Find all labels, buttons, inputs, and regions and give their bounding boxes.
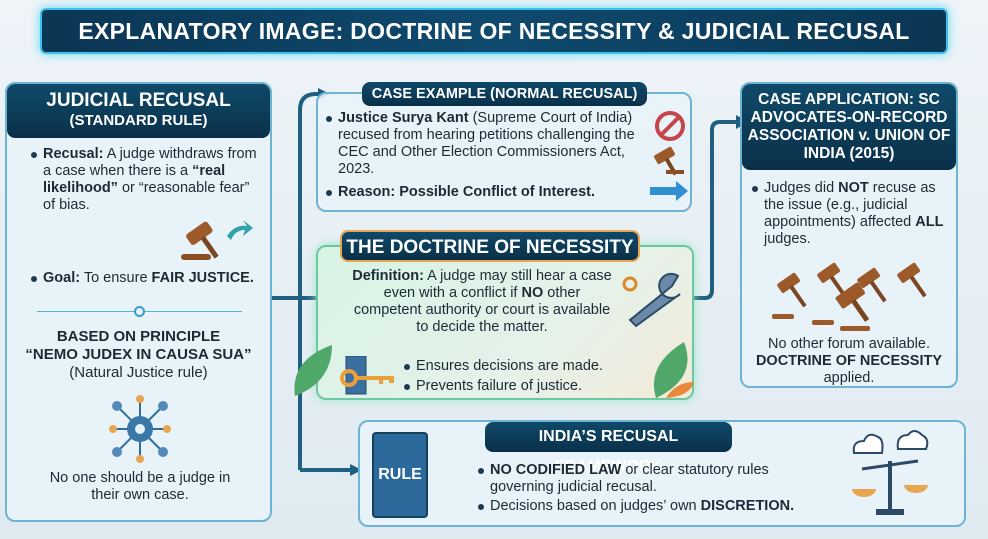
bold-text: NOT [838,180,869,196]
principle-text: BASED ON PRINCIPLE “NEMO JUDEX IN CAUSA … [7,328,270,382]
bold-text: NO [521,285,544,301]
many-gavels-icon [772,262,927,331]
doctrine-definition: Definition: A judge may still hear a cas… [348,268,616,336]
network-gear-icon [109,395,171,463]
key-icon [340,356,394,395]
text: Decisions based on judges’ own [490,498,701,514]
bold-text: NO CODIFIED LAW [490,462,622,478]
case-application-text: Judges did NOT recuse as the issue (e.g.… [750,180,950,248]
principle-footer: No one should be a judge in their own ca… [49,470,231,503]
doctrine-points: Ensures decisions are made. Prevents fai… [402,358,622,395]
case-example-header: CASE EXAMPLE (NORMAL RECUSAL) [362,82,647,106]
panel-subheading: (STANDARD RULE) [69,112,208,129]
leaf-icon [653,342,694,398]
book-label: RULE [378,466,422,483]
case-application-panel: CASE APPLICATION: SC ADVOCATES-ON-RECORD… [740,82,958,388]
leaf-icon [294,345,332,396]
framework-points: NO CODIFIED LAW or clear statutory rules… [476,462,796,515]
text: To ensure [80,270,152,286]
page-title: EXPLANATORY IMAGE: DOCTRINE OF NECESSITY… [40,8,948,54]
footer-line: No other forum available. [768,336,930,352]
arrow-right-icon [650,181,688,201]
goal-text: Goal: To ensure FAIR JUSTICE. [29,270,269,287]
case-example-panel [316,92,692,212]
framework-header: INDIA’S RECUSAL FRAMEWORK [485,422,732,475]
divider-dot-icon [134,306,145,317]
case-application-footer: No other forum available. DOCTRINE OF NE… [742,336,956,387]
case-example-text: Justice Surya Kant (Supreme Court of Ind… [324,110,646,178]
text: A judge may still hear a case even with … [383,268,612,301]
text: A judge withdraws from a case when there… [43,146,257,179]
text: or “reasonable fear” of bias. [43,180,250,213]
recusal-definition: Recusal: A judge withdraws from a case w… [29,146,264,214]
text: (Supreme Court of India) recused from he… [338,110,635,177]
case-application-header: CASE APPLICATION: SC ADVOCATES-ON-RECORD… [742,84,956,170]
gavel-icon [181,220,253,260]
scales-of-justice-icon [852,430,929,515]
text: recuse as the issue (e.g., judicial appo… [764,180,936,230]
label: Definition: [352,268,424,284]
case-reason: Reason: Possible Conflict of Interest. [324,184,646,201]
doctrine-panel [316,245,694,400]
doctrine-point: Ensures decisions are made. [402,358,622,375]
judicial-recusal-header: JUDICIAL RECUSAL (STANDARD RULE) [7,84,270,138]
principle-maxim: “NEMO JUDEX IN CAUSA SUA” [25,346,252,363]
principle-line: BASED ON PRINCIPLE [56,328,221,345]
principle-note: (Natural Justice rule) [69,364,208,381]
bold-text: “real likelihood” [43,163,226,196]
bold-text: FAIR JUSTICE. [151,270,254,286]
text: Judges did [764,180,839,196]
gavel-icon [654,146,684,176]
label: Goal: [43,270,81,286]
doctrine-header: THE DOCTRINE OF NECESSITY [340,230,640,262]
footer-line: applied. [823,370,875,386]
bold-text: ALL [915,214,944,230]
wrench-icon [622,272,681,328]
footer-bold: DOCTRINE OF NECESSITY [755,353,943,369]
text: other competent authority or court is av… [353,285,611,335]
justice-name: Justice Surya Kant [338,110,469,126]
doctrine-point: Prevents failure of justice. [402,378,622,395]
text: or clear statutory rules governing judic… [490,462,769,495]
rule-book-icon: RULE [372,432,428,518]
bold-text: DISCRETION. [700,498,795,514]
label: Recusal: [43,146,104,162]
panel-heading: JUDICIAL RECUSAL [46,90,231,111]
framework-point: NO CODIFIED LAW or clear statutory rules… [476,462,796,496]
framework-point: Decisions based on judges’ own DISCRETIO… [476,498,796,515]
prohibited-icon [655,111,685,141]
judicial-recusal-panel: JUDICIAL RECUSAL (STANDARD RULE) Recusal… [5,82,272,522]
text: judges. [764,231,811,247]
